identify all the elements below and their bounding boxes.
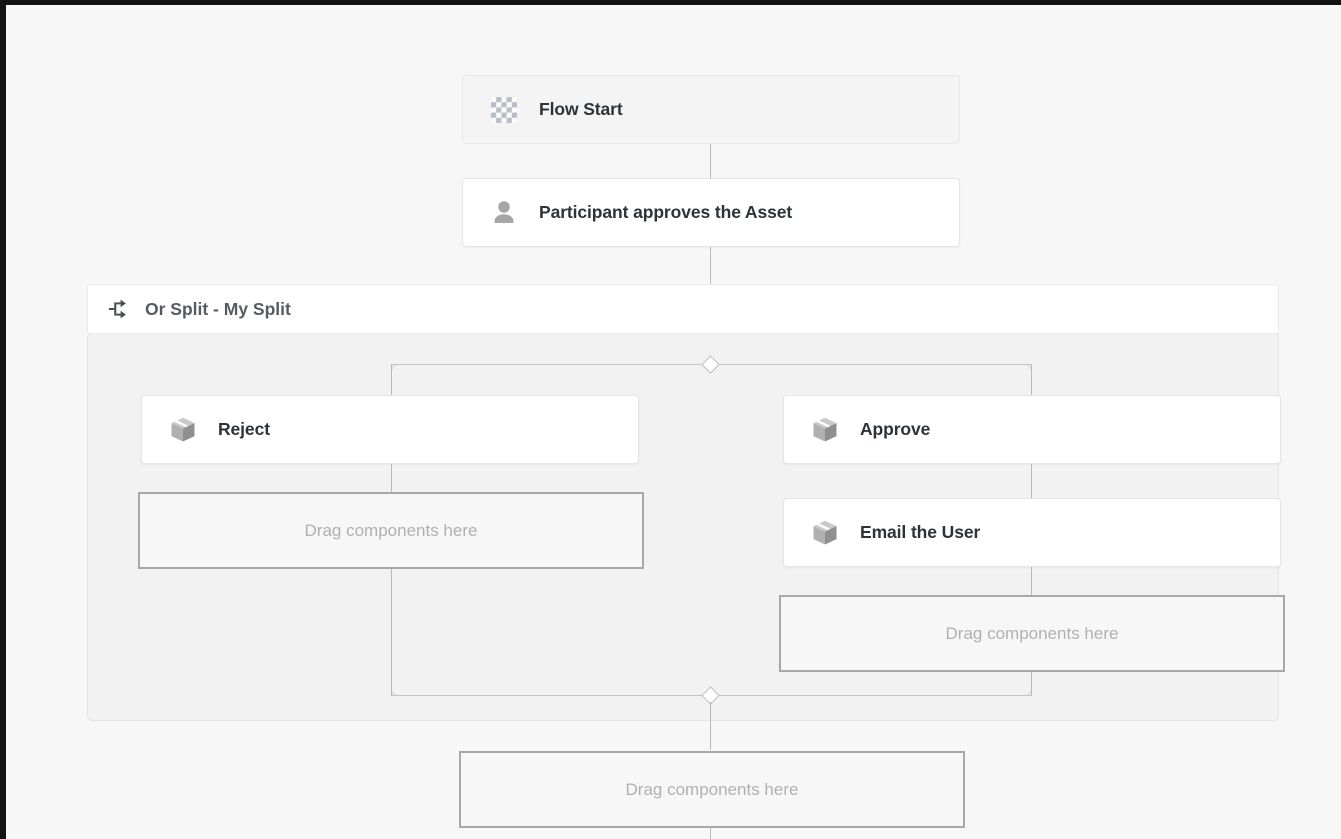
node-reject[interactable]: Reject (141, 395, 639, 464)
or-split-label: Or Split - My Split (145, 298, 291, 319)
node-approve[interactable]: Approve (783, 395, 1281, 464)
connector-approve-to-email (1031, 464, 1032, 498)
node-label: Approve (860, 419, 931, 439)
dropzone-placeholder: Drag components here (945, 623, 1119, 643)
connector-reject-to-dropzone (391, 464, 392, 488)
node-participant-approves[interactable]: Participant approves the Asset (462, 178, 960, 247)
or-split-header[interactable]: Or Split - My Split (87, 284, 1279, 334)
package-icon (166, 413, 200, 447)
package-icon (808, 516, 842, 550)
branch-split-icon (106, 296, 132, 322)
connector-bottom-dropzone-down (710, 828, 711, 839)
node-label: Flow Start (539, 99, 623, 119)
node-label: Email the User (860, 522, 981, 542)
dropzone-right-branch[interactable]: Drag components here (779, 595, 1285, 672)
dropzone-placeholder: Drag components here (304, 520, 478, 540)
user-icon (487, 196, 521, 230)
dropzone-left-branch[interactable]: Drag components here (138, 492, 644, 569)
dropzone-bottom[interactable]: Drag components here (459, 751, 965, 828)
connector-merge-to-bottom-dropzone (710, 702, 711, 750)
connector-participant-to-split (710, 246, 711, 284)
package-icon (808, 413, 842, 447)
connector-email-to-dropzone (1031, 564, 1032, 598)
node-flow-start[interactable]: Flow Start (462, 75, 960, 144)
node-label: Reject (218, 419, 270, 439)
dropzone-placeholder: Drag components here (625, 779, 799, 799)
node-label: Participant approves the Asset (539, 202, 793, 222)
node-email-the-user[interactable]: Email the User (783, 498, 1281, 567)
connector-start-to-participant (710, 144, 711, 178)
checkered-flag-icon (487, 93, 521, 127)
